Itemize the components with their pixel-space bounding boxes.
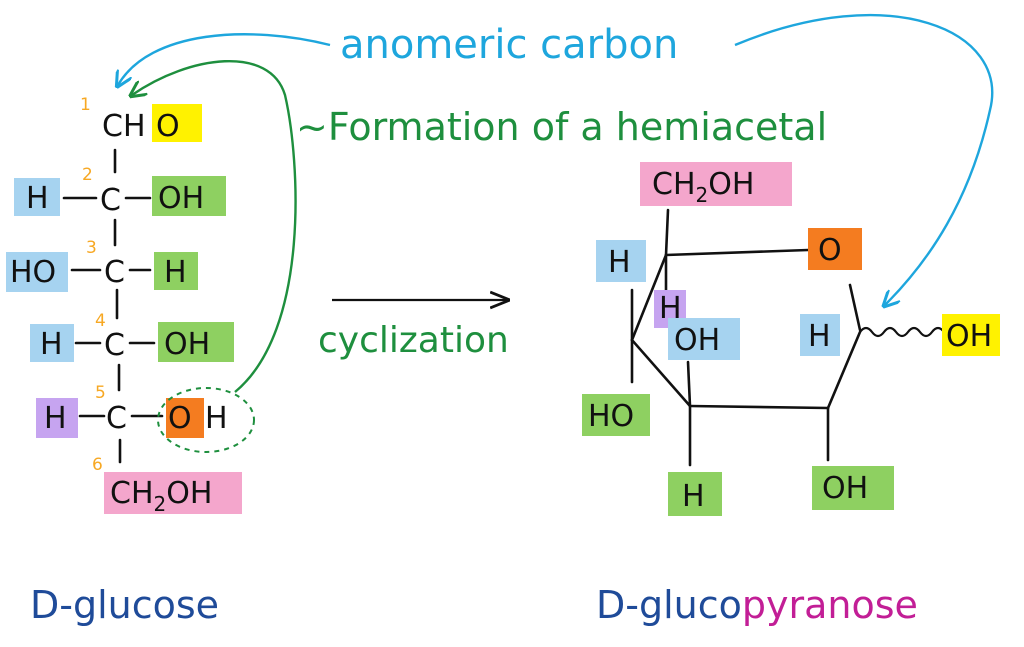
d-glucose-open-chain: 1 2 3 4 5 6 CH O H C OH HO C H H bbox=[6, 95, 255, 627]
annotations: anomeric carbon ~Formation of a hemiacet… bbox=[118, 14, 994, 393]
anomeric-wavy-bond bbox=[859, 326, 945, 338]
ring-c1-h: H bbox=[808, 319, 831, 354]
c5-oxygen-highlight bbox=[166, 398, 204, 438]
carbon-number-2: 2 bbox=[82, 165, 93, 185]
anomeric-arrow-to-ring bbox=[734, 14, 994, 305]
svg-text:D-glucopyranose: D-glucopyranose bbox=[596, 583, 918, 627]
carbon-number-5: 5 bbox=[95, 383, 106, 403]
c4-carbon: C bbox=[104, 328, 125, 363]
c2-carbon: C bbox=[100, 183, 121, 218]
d-glucose-label: D-glucose bbox=[30, 583, 219, 627]
bond-c1-c2 bbox=[826, 330, 862, 410]
svg-text:CH2OH: CH2OH bbox=[652, 167, 754, 207]
bond-c3-c4 bbox=[630, 338, 692, 408]
svg-text:CH2OH: CH2OH bbox=[110, 476, 212, 516]
ring-c5-h: H bbox=[659, 291, 682, 326]
ring-oxygen-highlight bbox=[808, 228, 862, 270]
c4-h-highlight bbox=[30, 324, 74, 362]
c3-left-ho: HO bbox=[10, 255, 56, 290]
ring-c2-oh-highlight bbox=[812, 466, 894, 510]
c5-left-h: H bbox=[44, 401, 67, 436]
c5-hydroxyl-hydrogen: H bbox=[205, 401, 228, 436]
c2-right-oh: OH bbox=[158, 181, 204, 216]
ring-ch2oh-oh: OH bbox=[708, 167, 754, 202]
anomeric-carbon-label: anomeric carbon bbox=[340, 22, 678, 68]
c6-oh: OH bbox=[166, 476, 212, 511]
c4-oh-highlight bbox=[158, 322, 234, 362]
bond-c5-c6 bbox=[664, 208, 670, 257]
c5-hydroxyl-oxygen: O bbox=[168, 401, 192, 436]
c6-subscript: 2 bbox=[154, 492, 167, 516]
c3-carbon: C bbox=[104, 255, 125, 290]
ring-ch2oh-highlight bbox=[640, 162, 792, 206]
ring-c3-oh: OH bbox=[674, 323, 720, 358]
hydroxyl-dashed-circle bbox=[157, 387, 255, 453]
bond-c5-ring-o bbox=[664, 248, 810, 257]
hemiacetal-arrow bbox=[132, 59, 297, 393]
c4-right-oh: OH bbox=[164, 327, 210, 362]
c2-oh-highlight bbox=[152, 176, 226, 216]
bond-c3-oh bbox=[686, 360, 692, 408]
ring-c4-ho: HO bbox=[588, 399, 634, 434]
c3-right-h: H bbox=[164, 255, 187, 290]
c4-left-h: H bbox=[40, 327, 63, 362]
c5-carbon: C bbox=[106, 401, 127, 436]
ring-ch2oh-subscript: 2 bbox=[696, 183, 709, 207]
c3-ho-highlight bbox=[6, 252, 68, 292]
ring-oxygen: O bbox=[818, 233, 842, 268]
c2-h-highlight bbox=[14, 178, 60, 216]
pyranose-name-suffix: pyranose bbox=[742, 583, 918, 627]
d-glucopyranose-ring: CH2OH O H H HO OH H OH bbox=[582, 162, 1000, 627]
anomeric-arrow-to-chain bbox=[118, 33, 331, 85]
ring-c3-h: H bbox=[682, 479, 705, 514]
aldehyde-oxygen-highlight bbox=[152, 104, 202, 142]
c1-ch-group: CH bbox=[102, 109, 146, 144]
cyclization-label: cyclization bbox=[318, 320, 509, 361]
carbon-number-6: 6 bbox=[92, 455, 103, 475]
c2-left-h: H bbox=[26, 181, 49, 216]
ring-c1-oh-highlight bbox=[942, 314, 1000, 356]
ring-c4-h-highlight bbox=[596, 240, 646, 282]
ring-c3-h-highlight bbox=[668, 472, 722, 516]
ring-c4-h: H bbox=[608, 245, 631, 280]
ring-c3-oh-highlight bbox=[668, 318, 740, 360]
c6-ch2oh-highlight bbox=[104, 472, 242, 514]
c5-h-highlight bbox=[36, 398, 78, 438]
hemiacetal-formation-label: ~Formation of a hemiacetal bbox=[296, 105, 827, 149]
carbon-number-1: 1 bbox=[80, 95, 91, 115]
ring-c4-ho-highlight bbox=[582, 394, 650, 436]
c3-h-highlight bbox=[154, 252, 198, 290]
c1-aldehyde-oxygen: O bbox=[156, 109, 180, 144]
bond-c4-c5 bbox=[630, 253, 668, 342]
bond-ring-o-c1 bbox=[848, 283, 862, 332]
carbon-number-4: 4 bbox=[95, 311, 106, 331]
pyranose-name-prefix: D-gluco bbox=[596, 583, 742, 627]
carbon-number-3: 3 bbox=[86, 238, 97, 258]
c6-ch: CH bbox=[110, 476, 154, 511]
ring-c1-h-highlight bbox=[800, 314, 840, 356]
ring-ch: CH bbox=[652, 167, 696, 202]
ring-c2-oh: OH bbox=[822, 471, 868, 506]
ring-c1-oh: OH bbox=[946, 319, 992, 354]
bond-c2-c3 bbox=[688, 404, 830, 410]
